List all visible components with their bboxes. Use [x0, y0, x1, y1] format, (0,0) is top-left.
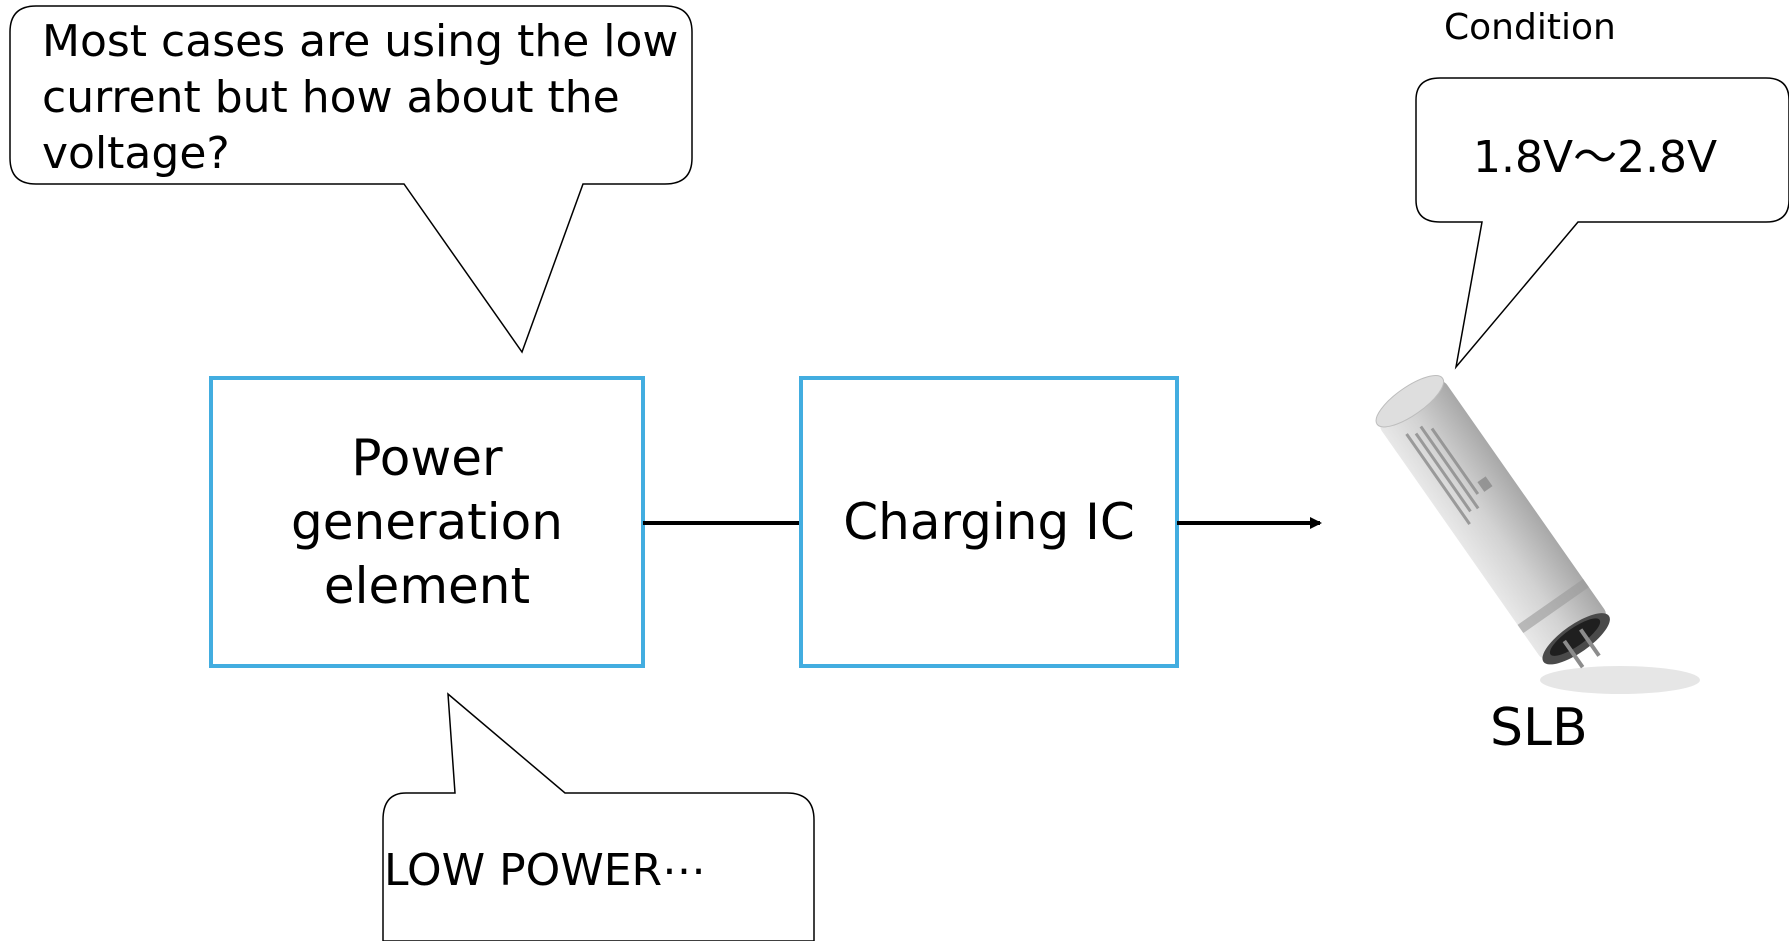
question-callout-text: Most cases are using the low current but…	[42, 16, 679, 179]
voltage-callout-bubble	[1415, 77, 1789, 370]
charging-ic-block	[799, 376, 1179, 668]
power-generation-label: Power generation element	[291, 429, 563, 615]
voltage-callout-text: 1.8V～2.8V	[1473, 132, 1718, 183]
low-power-callout-text: LOW POWER⋯	[384, 845, 707, 896]
charging-ic-label: Charging IC	[843, 493, 1135, 551]
battery-image	[1375, 375, 1700, 694]
low-power-callout-bubble	[382, 692, 815, 941]
battery-label: SLB	[1490, 698, 1588, 758]
question-callout-bubble	[9, 5, 693, 354]
condition-label: Condition	[1444, 7, 1616, 48]
